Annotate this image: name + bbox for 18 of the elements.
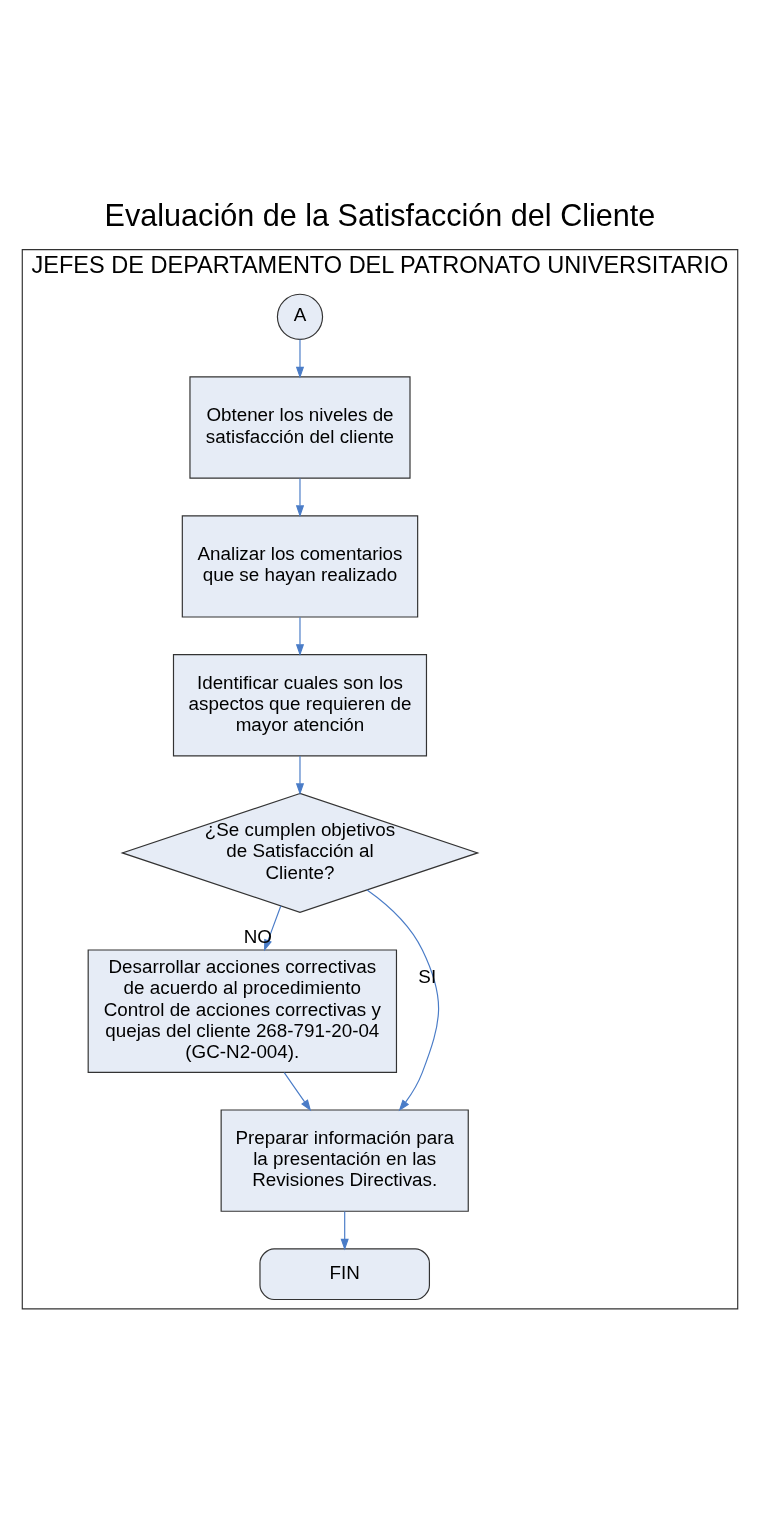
node-circle: A (276, 293, 324, 340)
node-box: Desarrollar acciones correctivas de acuerdo al procedimiento Control de acciones correctivas y quejas del cliente 268-791-20-04 (GC-N2-004). (87, 948, 398, 1073)
arrow (295, 616, 305, 656)
arrow (340, 1210, 349, 1251)
arrow (283, 1071, 312, 1111)
node-diamond: ¿Se cumplen objetivos de Satisfacción al Cliente? (120, 792, 480, 913)
node-box: FIN (259, 1247, 430, 1300)
edge-label: NO (243, 925, 272, 947)
arrow (366, 888, 440, 1111)
node-box: Identificar cuales son los aspectos que requieren de mayor atención (172, 653, 428, 756)
arrow (295, 754, 305, 795)
node-box: Preparar información para la presentación en las Revisiones Directivas. (220, 1108, 469, 1212)
node-box: Obtener los niveles de satisfacción del cliente (189, 375, 411, 479)
diagram-title: Evaluación de la Satisfacción del Cliente (104, 197, 656, 232)
arrow (295, 477, 305, 517)
edge-label: SI (418, 965, 437, 987)
arrow (295, 338, 305, 379)
node-box: Analizar los comentarios que se hayan realizado (181, 514, 419, 618)
